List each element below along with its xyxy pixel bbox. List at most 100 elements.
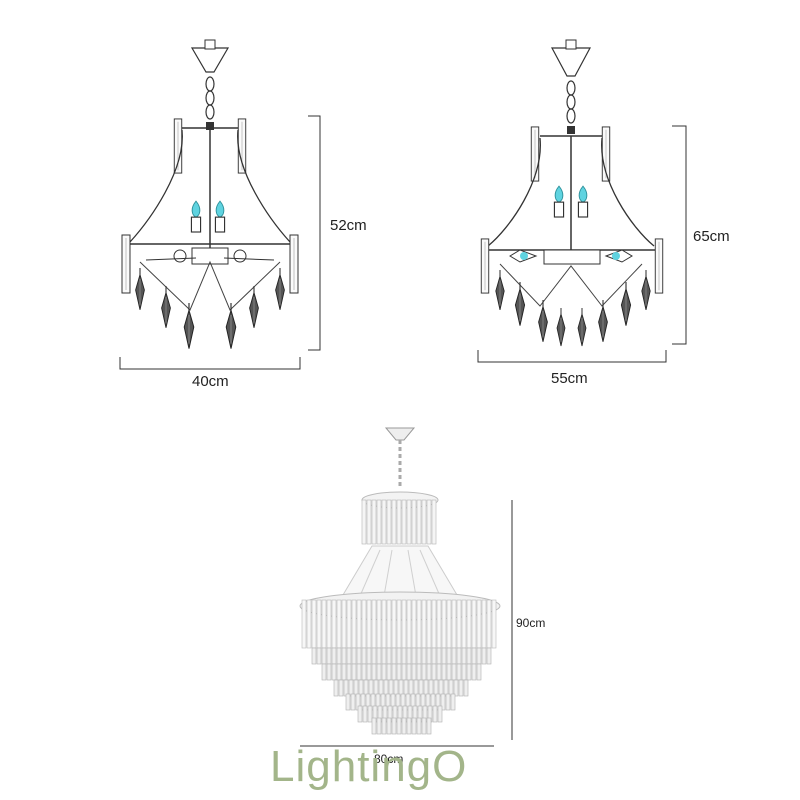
crystal-prism [451,647,457,665]
crystal-prism [321,599,327,649]
crystal-prism [356,663,362,681]
crystal-prism [466,663,472,681]
crystal-prism [351,599,357,649]
crystal-prism [371,663,377,681]
crystal-prism [436,647,442,665]
crystal-prism [376,599,382,649]
crystal-prism [311,647,317,665]
crystal-prism [321,647,327,665]
crystal-prism [371,717,377,735]
crystal-prism [371,599,377,649]
crystal-prism [326,647,332,665]
crystal-prism [326,663,332,681]
crystal-prism [481,647,487,665]
crystal-prism [356,599,362,649]
crystal-prism [346,599,352,649]
crystal-prism [316,599,322,649]
crystal-prism [396,647,402,665]
crystal-prism [371,499,377,545]
crystal-prism [391,499,397,545]
crystal-prism [358,679,364,697]
crystal-prism [378,679,384,697]
crystal-prism [471,663,477,681]
crystal-prism [426,499,432,545]
crystal-prism [351,647,357,665]
crystal-prism [386,647,392,665]
crystal-prism [411,717,417,735]
crystal-prism [476,647,482,665]
crystal-prism [371,647,377,665]
crystal-prism [401,663,407,681]
crystal-prism [450,693,456,711]
crystal-prism [383,679,389,697]
crystal-prism [411,599,417,649]
crystal-prism [456,663,462,681]
crystal-prism [471,599,477,649]
crystal-prism [461,647,467,665]
crystal-prism [463,679,469,697]
crystal-prism [396,663,402,681]
crystal-prism [451,599,457,649]
crystal-prism [376,499,382,545]
crystal-prism [416,663,422,681]
crystal-prism [401,599,407,649]
crystal-prism [431,499,437,545]
crystal-prism [336,599,342,649]
crystal-prism [306,599,312,649]
crystal-prism [353,679,359,697]
large-height-label: 90cm [516,616,546,630]
crystal-prism [363,679,369,697]
crystal-prism [456,599,462,649]
crystal-prism [341,599,347,649]
crystal-prism [446,663,452,681]
crystal-prism [401,647,407,665]
crystal-prism [391,647,397,665]
crystal-prism [426,599,432,649]
crystal-prism [451,663,457,681]
crystal-prism [436,599,442,649]
crystal-prism [476,663,482,681]
crystal-prism [416,499,422,545]
crystal-prism [336,663,342,681]
crystal-prism [431,599,437,649]
crystal-prism [423,679,429,697]
crystal-prism [366,499,372,545]
crystal-prism [396,717,402,735]
crystal-prism [443,679,449,697]
crystal-prism [396,499,402,545]
large-width-label: 80cm [374,752,404,766]
crystal-prism [381,599,387,649]
crystal-prism [438,679,444,697]
crystal-prism [448,679,454,697]
crystal-prism [431,647,437,665]
crystal-prism [331,647,337,665]
crystal-prism [361,599,367,649]
small-height-label: 52cm [330,217,367,234]
crystal-prism [421,599,427,649]
crystal-prism [445,693,451,711]
crystal-prism [428,679,434,697]
crystal-prism [406,599,412,649]
crystal-prism [466,647,472,665]
crystal-prism [350,693,356,711]
crystal-prism [411,663,417,681]
crystal-prism [431,663,437,681]
crystal-prism [373,679,379,697]
crystal-prism [386,599,392,649]
crystal-prism [486,647,492,665]
crystal-prism [461,599,467,649]
crystal-prism [437,705,443,723]
crystal-prism [326,599,332,649]
crystal-prism [406,663,412,681]
crystal-prism [366,663,372,681]
medium-height-label: 65cm [693,228,730,245]
crystal-prism [386,717,392,735]
crystal-prism [433,679,439,697]
crystal-prism [426,647,432,665]
crystal-prism [331,599,337,649]
crystal-prism [432,705,438,723]
crystal-prism [453,679,459,697]
crystal-prism [403,679,409,697]
crystal-prism [346,663,352,681]
brand-logo: LightingO [270,742,468,791]
